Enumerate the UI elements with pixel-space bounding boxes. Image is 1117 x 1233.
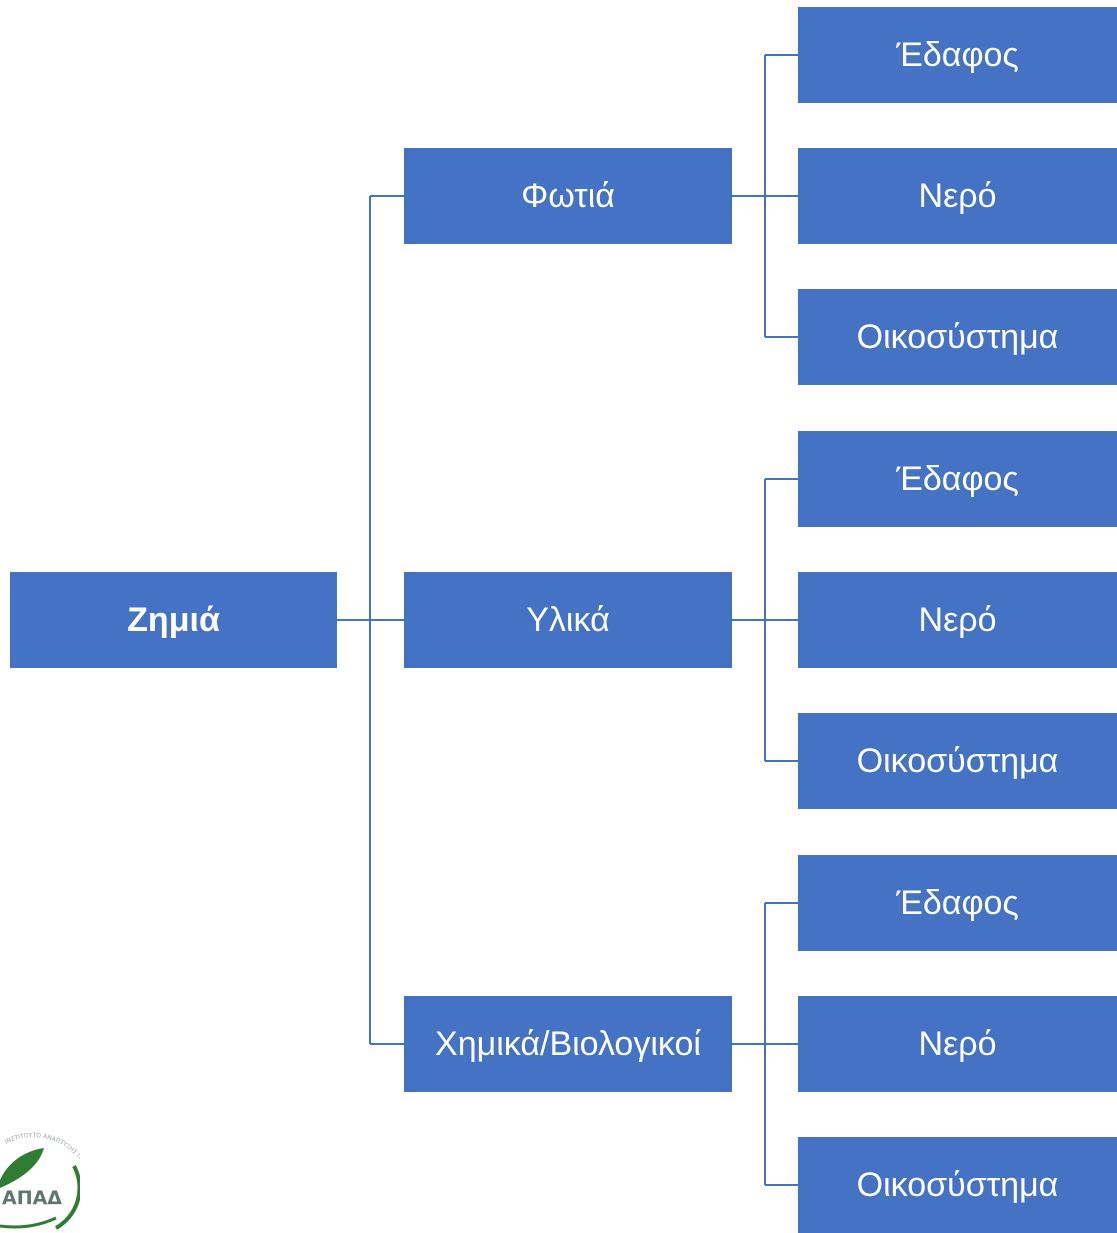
child-node-ecosystem: Οικοσύστημα (798, 713, 1117, 809)
child-node-water: Νερό (798, 148, 1117, 244)
category-node-chemical-biological: Χημικά/Βιολογικοί (404, 996, 732, 1092)
category-node-materials: Υλικά (404, 572, 732, 668)
child-node-ecosystem: Οικοσύστημα (798, 289, 1117, 385)
child-node-soil: Έδαφος (798, 431, 1117, 527)
category-node-fire: Φωτιά (404, 148, 732, 244)
child-node-soil: Έδαφος (798, 7, 1117, 103)
child-node-ecosystem: Οικοσύστημα (798, 1137, 1117, 1233)
child-node-soil: Έδαφος (798, 855, 1117, 951)
logo-text: ΑΠΑΔ (2, 1187, 62, 1209)
root-node: Ζημιά (10, 572, 337, 668)
organization-logo: ΙΝΣΤΙΤΟΥΤΟ ΑΝΑΠΤΥΞΗΣ ΠΕΡΙΦ... ΑΠΑΔ (0, 1118, 80, 1230)
child-node-water: Νερό (798, 572, 1117, 668)
child-node-water: Νερό (798, 996, 1117, 1092)
